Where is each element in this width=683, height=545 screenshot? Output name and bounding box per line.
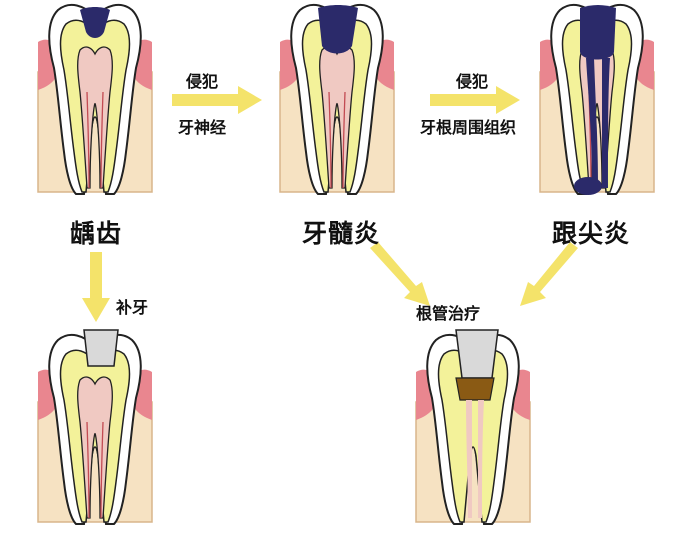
arrow-pulpitis-to-root-canal: [370, 242, 430, 306]
crown-filling: [455, 329, 499, 379]
stage-label-periapical: 跟尖炎: [552, 219, 631, 248]
tooth-caries: [37, 3, 153, 196]
infected-canal: [586, 58, 598, 188]
transition-label-periroot: 牙根周围组织: [420, 118, 517, 137]
tooth-periapical: [539, 3, 655, 196]
transition-label-invade-1: 侵犯: [186, 72, 219, 91]
stage-label-caries: 龋齿: [70, 219, 123, 248]
filling: [83, 329, 119, 367]
transition-label-invade-2: 侵犯: [456, 72, 489, 91]
decay-into-pulp: [318, 5, 358, 54]
tooth-root-canal: [415, 329, 531, 525]
tooth-filled: [37, 329, 153, 525]
transition-label-root-canal: 根管治疗: [416, 304, 481, 323]
root-filling: [455, 377, 495, 401]
arrow-caries-to-filling: [82, 252, 110, 322]
stage-label-pulpitis: 牙髓炎: [302, 219, 381, 248]
transition-label-nerve: 牙神经: [178, 118, 227, 137]
decay-spot: [80, 7, 110, 38]
tooth-pulpitis: [279, 3, 395, 196]
periapical-lesion: [574, 177, 602, 195]
arrow-periapical-to-root-canal: [520, 242, 578, 306]
transition-label-filling: 补牙: [116, 298, 149, 317]
